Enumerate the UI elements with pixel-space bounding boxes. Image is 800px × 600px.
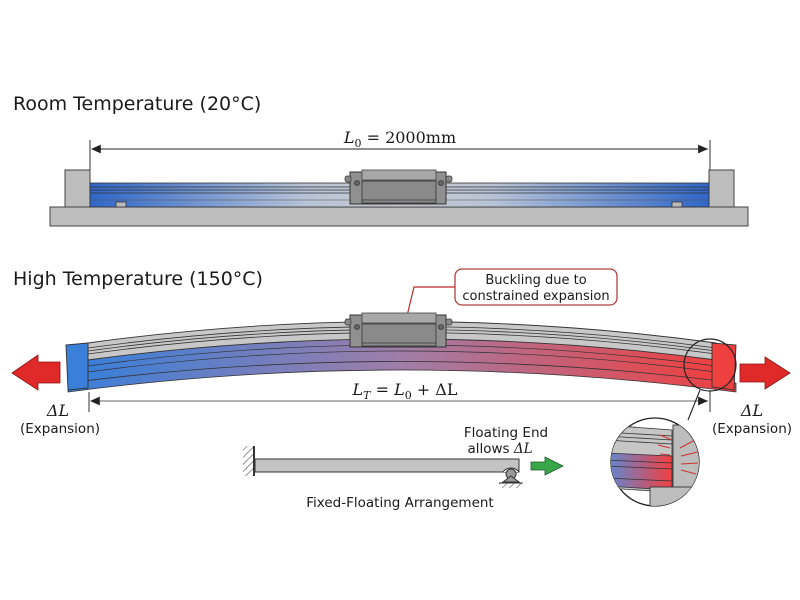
high-temp-heading: High Temperature (150°C) [13, 268, 263, 290]
base-plate [49, 206, 749, 227]
left-end-block [64, 169, 91, 208]
buckled-base [67, 361, 737, 393]
room-assembly [49, 169, 749, 227]
right-expansion-arrow [739, 356, 791, 390]
left-delta-note: (Expansion) [20, 421, 100, 437]
rail-bolt [115, 201, 127, 208]
hot-end-block [711, 342, 737, 391]
callout-line1: Buckling due to [485, 273, 586, 288]
floating-direction-arrow [530, 456, 564, 476]
left-expansion-arrow [11, 354, 61, 391]
buckled-assembly [65, 312, 737, 393]
fixed-floating-caption: Fixed-Floating Arrangement [306, 495, 493, 511]
callout-line2: constrained expansion [462, 289, 609, 304]
inset-beam [254, 458, 520, 473]
magnifier-leader [687, 389, 701, 421]
magnified-end-detail [610, 417, 700, 507]
cold-end-block [65, 342, 89, 391]
fixed-floating-inset: Floating End allows ΔL Fixed-Floating Ar… [243, 425, 564, 511]
room-temp-heading: Room Temperature (20°C) [13, 93, 261, 115]
rail-bolt [671, 201, 683, 208]
right-end-block [708, 169, 735, 208]
left-delta-symbol: ΔL [46, 401, 69, 420]
room-dimension: L0 = 2000mm [89, 128, 711, 170]
room-carriage [344, 169, 453, 205]
buckling-callout: Buckling due to constrained expansion [396, 268, 618, 352]
high-dimension-label: LT = L0 + ΔL [352, 380, 458, 402]
fixed-wall-hatch [243, 446, 253, 476]
floating-end-line2: allows ΔL [467, 441, 532, 457]
stress-arrows [657, 434, 699, 475]
room-dimension-label: L0 = 2000mm [343, 128, 456, 150]
high-dimension: LT = L0 + ΔL [88, 380, 711, 412]
right-delta-note: (Expansion) [712, 421, 792, 437]
floating-end-line1: Floating End [464, 425, 548, 441]
right-delta-symbol: ΔL [740, 401, 763, 420]
buckled-carriage [344, 312, 453, 348]
